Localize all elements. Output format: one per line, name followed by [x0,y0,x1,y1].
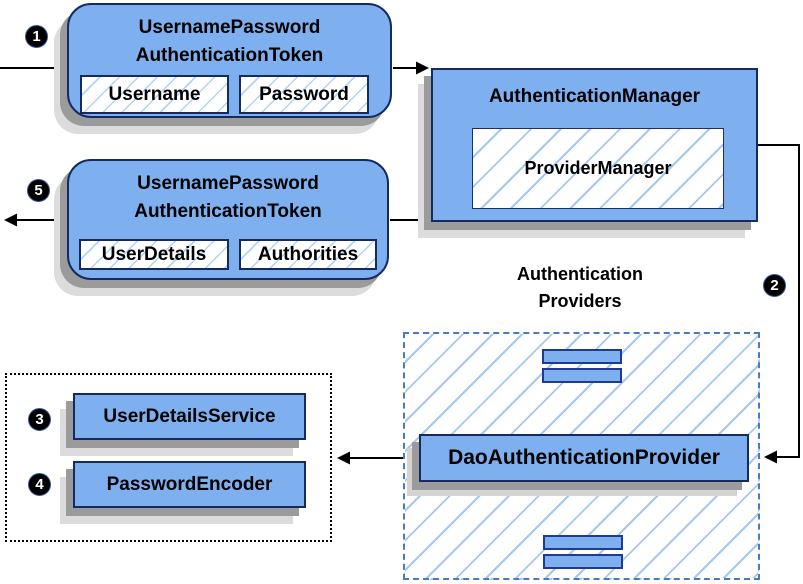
user-details-service-label: UserDetailsService [103,405,276,427]
step-badge-1: 1 [25,25,48,48]
step-badge-5: 5 [27,179,50,202]
authorities-field-box: Authorities [239,239,377,270]
password-field-box: Password [239,75,369,114]
authorities-field-label: Authorities [257,243,359,265]
step-badge-4-number: 4 [35,476,44,493]
request-token-box: UsernamePassword AuthenticationToken Use… [67,3,392,118]
response-token-title: UsernamePassword AuthenticationToken [69,170,387,226]
password-field-label: Password [259,83,349,105]
username-field-label: Username [108,83,201,105]
request-token-title: UsernamePassword AuthenticationToken [69,14,390,70]
password-encoder-label: PasswordEncoder [106,473,273,495]
authentication-manager-box: AuthenticationManager ProviderManager [431,68,758,222]
step-badge-1-number: 1 [32,28,41,45]
dao-authentication-provider-box: DaoAuthenticationProvider [419,434,749,482]
response-token-title-line1: UsernamePassword [137,173,319,194]
provider-manager-box: ProviderManager [472,128,724,209]
authentication-manager-title: AuthenticationManager [488,86,701,107]
token-out-arrowhead [4,213,17,227]
user-details-service-box: UserDetailsService [73,393,306,440]
step-badge-3-number: 3 [35,411,44,428]
authentication-providers-label-line1: Authentication [517,264,643,284]
step-badge-2-number: 2 [770,277,779,294]
password-encoder-box: PasswordEncoder [73,461,306,508]
request-token-title-line1: UsernamePassword [138,17,321,38]
manager-to-dao-connector [758,144,800,458]
provider-stack-bar-1 [542,349,622,364]
username-field-box: Username [80,75,229,114]
userdetails-field-box: UserDetails [79,239,229,270]
manager-to-dao-arrowhead [764,450,777,464]
userdetails-field-label: UserDetails [101,243,207,265]
response-token-box: UsernamePassword AuthenticationToken Use… [67,159,389,280]
step-badge-2: 2 [763,274,786,297]
token-to-manager-arrowhead [416,61,429,75]
step-badge-3: 3 [28,408,51,431]
step-badge-4: 4 [28,473,51,496]
provider-stack-bar-3 [543,535,623,550]
step-badge-5-number: 5 [34,182,43,199]
authentication-providers-label: Authentication Providers [440,261,720,315]
services-dotted-area [5,373,332,542]
response-token-title-line2: AuthenticationToken [134,201,322,222]
dao-to-services-arrowhead [337,451,350,465]
authentication-providers-label-line2: Providers [538,291,622,311]
request-token-title-line2: AuthenticationToken [135,45,324,66]
provider-stack-bar-4 [543,554,623,569]
provider-stack-bar-2 [542,368,622,383]
dao-authentication-provider-label: DaoAuthenticationProvider [448,446,720,469]
provider-manager-label: ProviderManager [524,158,672,178]
